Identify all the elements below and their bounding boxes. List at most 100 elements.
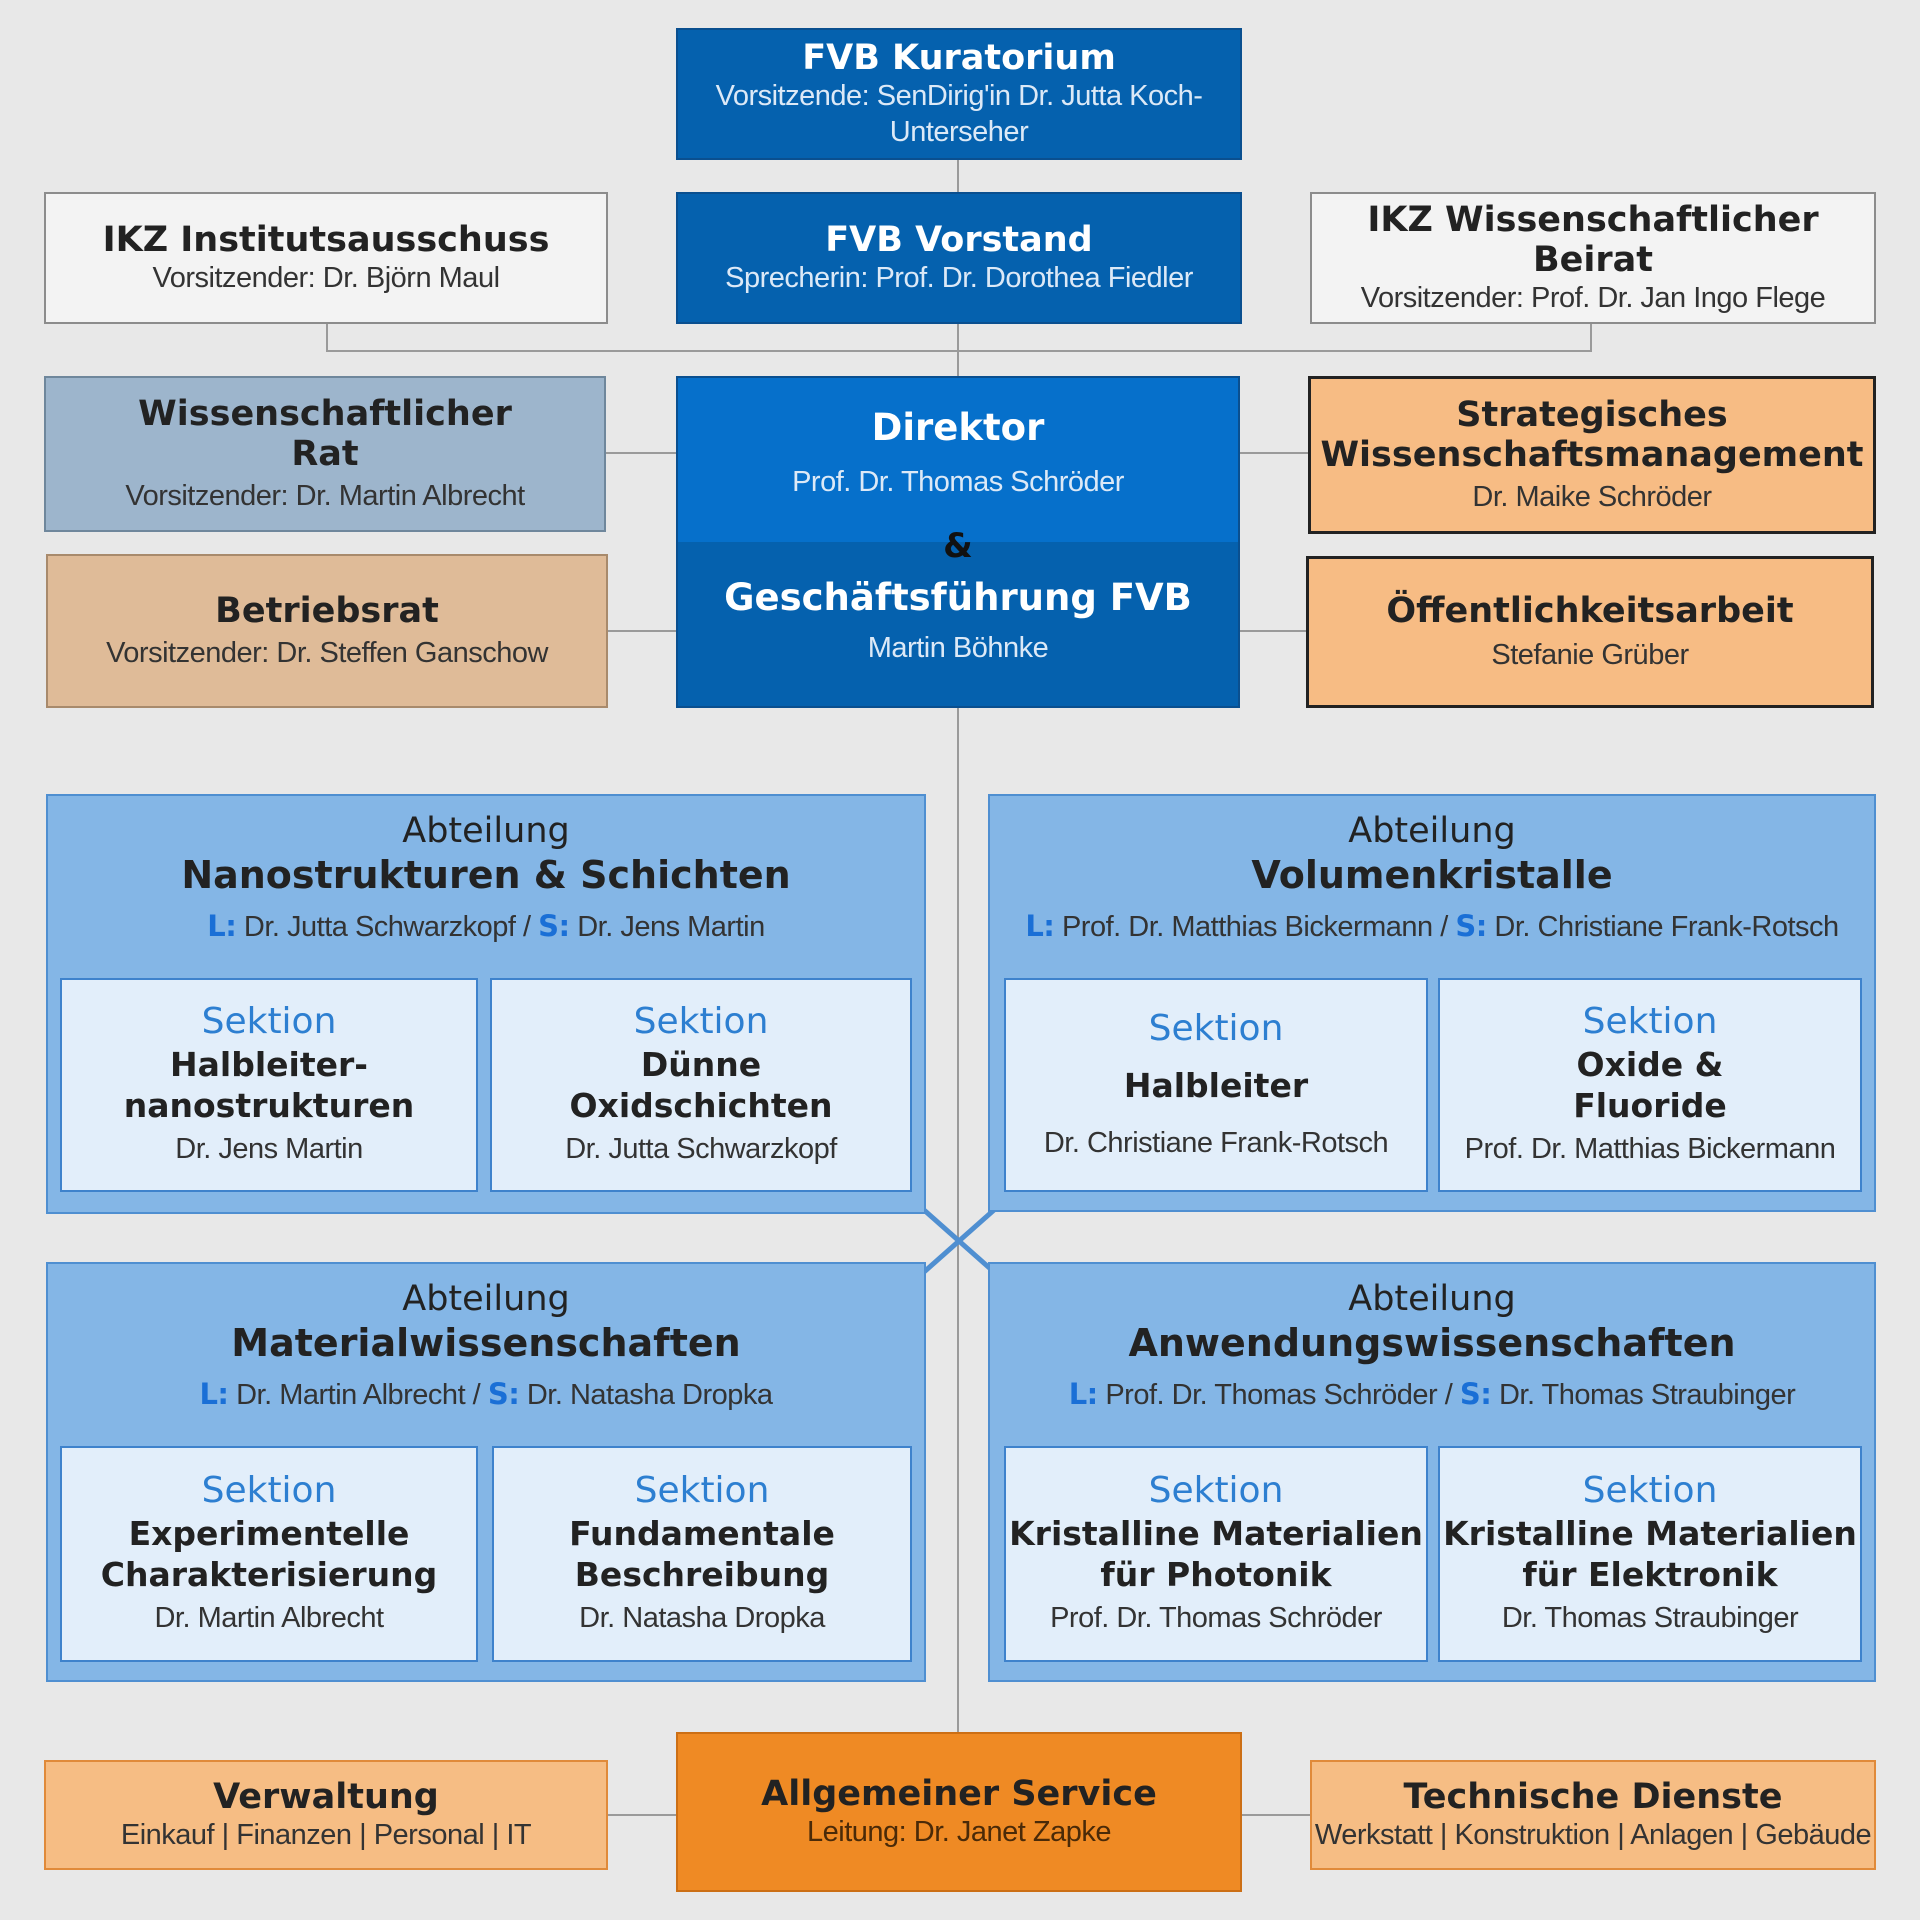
section-head: Dr. Natasha Dropka (579, 1602, 825, 1634)
connector-beirat-drop (1590, 324, 1592, 351)
deputy-name: Dr. Natasha Dropka (526, 1379, 773, 1411)
section-head: Dr. Christiane Frank-Rotsch (1043, 1126, 1389, 1159)
section-head: Dr. Thomas Straubinger (1501, 1602, 1799, 1634)
strategisches-person: Dr. Maike Schröder (1472, 481, 1712, 513)
direktor-geschaeftsfuehrung-box: Direktor Prof. Dr. Thomas Schröder & Ges… (676, 376, 1240, 708)
department-volumenkristalle: Abteilung Volumenkristalle L: Prof. Dr. … (988, 794, 1876, 1212)
section-box: Sektion Experimentelle Charakterisierung… (60, 1446, 478, 1662)
leader-name: Dr. Martin Albrecht / (236, 1379, 481, 1411)
connector-betriebsrat (608, 630, 678, 632)
vorstand-speaker: Sprecherin: Prof. Dr. Dorothea Fiedler (725, 262, 1193, 294)
vorstand-box: FVB Vorstand Sprecherin: Prof. Dr. Dorot… (676, 192, 1242, 324)
department-anwendungswissenschaften: Abteilung Anwendungswissenschaften L: Pr… (988, 1262, 1876, 1682)
deputy-key: S: (538, 909, 570, 943)
direktor-ampersand: & (943, 526, 973, 566)
section-name-line2: Oxidschichten (569, 1086, 833, 1125)
connector-rat (606, 452, 678, 454)
beirat-title: IKZ Wissenschaftlicher Beirat (1367, 200, 1819, 280)
section-label: Sektion (201, 1001, 337, 1042)
section-head: Dr. Martin Albrecht (154, 1602, 384, 1634)
section-name-line2: Fluoride (1573, 1086, 1727, 1125)
department-label: Abteilung (1348, 811, 1516, 851)
rat-title-line2: Rat (291, 434, 359, 474)
section-name-line2: für Elektronik (1522, 1555, 1778, 1594)
kuratorium-box: FVB Kuratorium Vorsitzende: SenDirig'in … (676, 28, 1242, 160)
section-head: Dr. Jens Martin (175, 1133, 363, 1165)
connector-technische (1240, 1814, 1310, 1816)
technische-title: Technische Dienste (1403, 1777, 1783, 1817)
allgemeiner-service-box: Allgemeiner Service Leitung: Dr. Janet Z… (676, 1732, 1242, 1892)
connector-trunk (957, 706, 959, 1734)
betriebsrat-chair: Vorsitzender: Dr. Steffen Ganschow (106, 637, 548, 669)
section-head: Dr. Jutta Schwarzkopf (565, 1133, 837, 1165)
department-leads: L: Dr. Jutta Schwarzkopf / S: Dr. Jens M… (48, 906, 924, 947)
section-label: Sektion (1582, 1001, 1718, 1042)
oeffentlichkeit-person: Stefanie Grüber (1491, 639, 1689, 671)
section-box: Sektion Kristalline Materialien für Phot… (1004, 1446, 1428, 1662)
verwaltung-title: Verwaltung (213, 1777, 439, 1817)
connector-horizontal-top (326, 350, 1592, 352)
section-label: Sektion (1582, 1470, 1718, 1511)
department-materialwissenschaften: Abteilung Materialwissenschaften L: Dr. … (46, 1262, 926, 1682)
department-cross-connector (922, 1208, 996, 1274)
section-name-line1: Halbleiter- (170, 1045, 368, 1084)
verwaltung-box: Verwaltung Einkauf | Finanzen | Personal… (44, 1760, 608, 1870)
connector-verwaltung (608, 1814, 678, 1816)
section-box: Sektion Fundamentale Beschreibung Dr. Na… (492, 1446, 912, 1662)
verwaltung-units: Einkauf | Finanzen | Personal | IT (120, 1819, 532, 1851)
deputy-key: S: (1455, 909, 1487, 943)
leader-key: L: (199, 1377, 229, 1411)
section-name-line1: Halbleiter (1123, 1065, 1309, 1105)
rat-chair: Vorsitzender: Dr. Martin Albrecht (125, 480, 525, 512)
direktor-name: Prof. Dr. Thomas Schröder (792, 466, 1124, 498)
section-name-line2: Charakterisierung (100, 1555, 438, 1594)
section-box: Sektion Oxide & Fluoride Prof. Dr. Matth… (1438, 978, 1862, 1192)
section-head: Prof. Dr. Thomas Schröder (1050, 1602, 1382, 1634)
department-name: Volumenkristalle (1251, 853, 1613, 897)
leader-name: Dr. Jutta Schwarzkopf / (243, 911, 531, 943)
leader-name: Prof. Dr. Matthias Bickermann / (1061, 911, 1448, 943)
strategisches-title-line2: Wissenschaftsmanagement (1320, 435, 1864, 475)
department-name: Anwendungswissenschaften (1128, 1321, 1736, 1365)
direktor-upper-band (678, 378, 1238, 542)
deputy-key: S: (1459, 1377, 1492, 1411)
department-label: Abteilung (1348, 1279, 1516, 1319)
department-leads: L: Prof. Dr. Matthias Bickermann / S: Dr… (990, 906, 1874, 947)
geschaeftsfuehrung-name: Martin Böhnke (867, 632, 1049, 664)
leader-name: Prof. Dr. Thomas Schröder / (1105, 1379, 1453, 1411)
department-label: Abteilung (402, 1279, 570, 1319)
connector-oeffentlichkeit (1238, 630, 1308, 632)
department-leads: L: Prof. Dr. Thomas Schröder / S: Dr. Th… (990, 1374, 1874, 1415)
betriebsrat-title: Betriebsrat (215, 591, 439, 631)
section-name-line2: nanostrukturen (123, 1086, 415, 1125)
section-label: Sektion (1148, 1470, 1284, 1511)
direktor-title: Direktor (871, 406, 1045, 449)
betriebsrat-box: Betriebsrat Vorsitzender: Dr. Steffen Ga… (46, 554, 608, 708)
rat-title-line1: Wissenschaftlicher (138, 394, 512, 434)
section-name-line2: Beschreibung (574, 1555, 830, 1594)
section-name-line1: Experimentelle (128, 1514, 410, 1553)
wissenschaftlicher-rat-box: Wissenschaftlicher Rat Vorsitzender: Dr.… (44, 376, 606, 532)
department-name: Nanostrukturen & Schichten (181, 853, 791, 897)
section-label: Sektion (201, 1470, 337, 1511)
vorstand-title: FVB Vorstand (825, 220, 1093, 260)
deputy-name: Dr. Thomas Straubinger (1498, 1379, 1796, 1411)
connector-ausschuss-drop (326, 324, 328, 351)
connector-kuratorium-vorstand (957, 160, 959, 192)
institutsausschuss-title: IKZ Institutsausschuss (102, 220, 550, 260)
section-label: Sektion (633, 1001, 769, 1042)
oeffentlichkeit-box: Öffentlichkeitsarbeit Stefanie Grüber (1306, 556, 1874, 708)
connector-strategisches (1238, 452, 1310, 454)
section-name-line1: Oxide & (1576, 1045, 1724, 1084)
section-head: Prof. Dr. Matthias Bickermann (1464, 1133, 1836, 1165)
deputy-name: Dr. Christiane Frank-Rotsch (1494, 911, 1839, 943)
department-leads: L: Dr. Martin Albrecht / S: Dr. Natasha … (48, 1374, 924, 1415)
geschaeftsfuehrung-title: Geschäftsführung FVB (724, 576, 1192, 619)
leader-key: L: (1068, 1377, 1099, 1411)
deputy-key: S: (487, 1377, 520, 1411)
service-title: Allgemeiner Service (761, 1774, 1157, 1814)
section-name-line1: Fundamentale (569, 1514, 835, 1553)
technische-dienste-box: Technische Dienste Werkstatt | Konstrukt… (1310, 1760, 1876, 1870)
section-name-line1: Kristalline Materialien (1443, 1514, 1857, 1553)
section-box: Sektion Kristalline Materialien für Elek… (1438, 1446, 1862, 1662)
